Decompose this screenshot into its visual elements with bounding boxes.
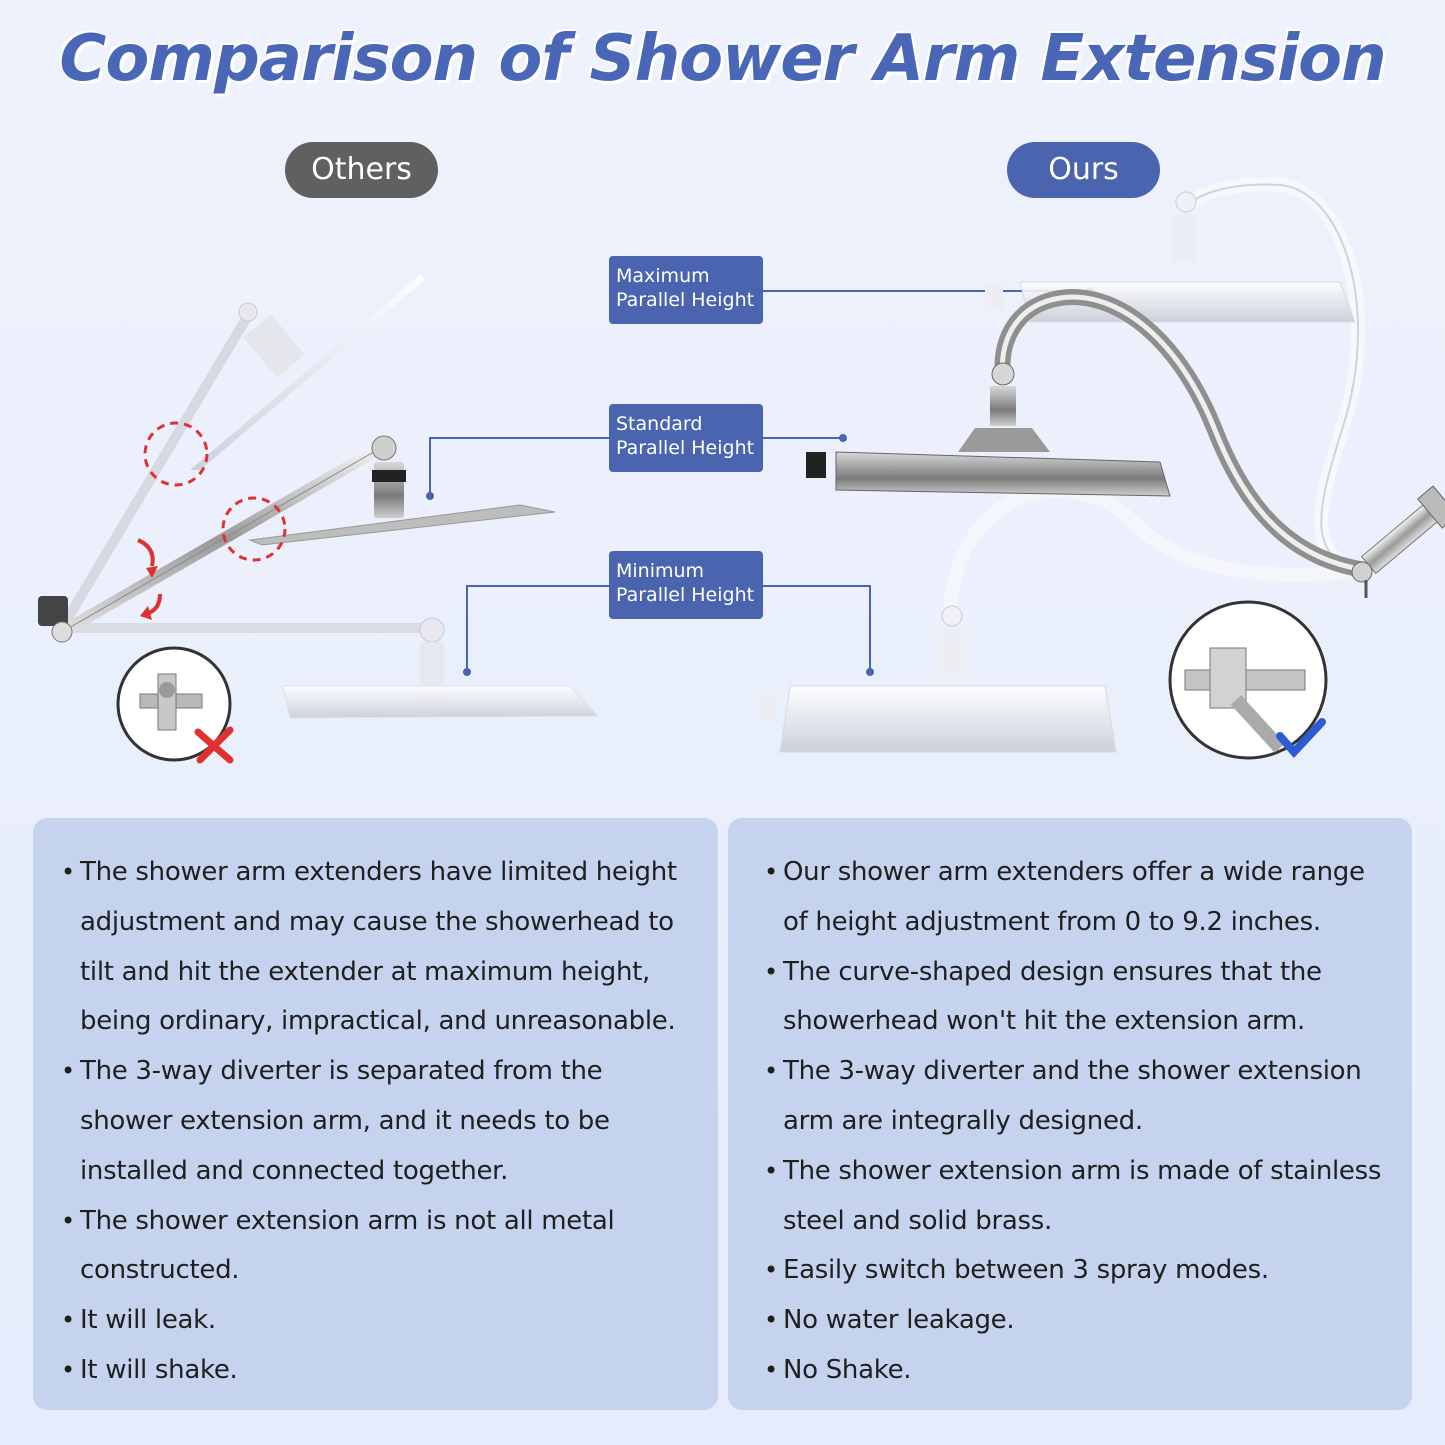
ours-feature-list: Our shower arm extenders offer a wide ra…	[764, 848, 1392, 1396]
comparison-illustration	[38, 177, 1445, 764]
list-item: The shower arm extenders have limited he…	[61, 848, 698, 1047]
diverter-cross-icon	[116, 646, 234, 764]
ours-extender-drawing	[757, 177, 1445, 753]
ours-label: Ours	[1007, 142, 1160, 198]
tag-line-2: Parallel Height	[616, 437, 755, 459]
tag-line-1: Standard	[616, 413, 703, 435]
list-item: The 3-way diverter and the shower extens…	[764, 1047, 1392, 1147]
tag-line-1: Minimum	[616, 560, 705, 582]
list-item: Our shower arm extenders offer a wide ra…	[764, 848, 1392, 948]
standard-height-tag: Standard Parallel Height	[609, 404, 763, 472]
list-item: No water leakage.	[764, 1296, 1392, 1346]
others-features-panel: The shower arm extenders have limited he…	[33, 818, 718, 1410]
list-item: It will leak.	[61, 1296, 698, 1346]
others-extender-drawing	[38, 275, 600, 719]
list-item: No Shake.	[764, 1346, 1392, 1396]
tag-line-2: Parallel Height	[616, 584, 755, 606]
list-item: The shower extension arm is made of stai…	[764, 1147, 1392, 1247]
minimum-height-tag: Minimum Parallel Height	[609, 551, 763, 619]
tag-line-2: Parallel Height	[616, 289, 755, 311]
others-feature-list: The shower arm extenders have limited he…	[61, 848, 698, 1396]
diverter-check-icon	[1168, 600, 1328, 760]
tag-line-1: Maximum	[616, 265, 710, 287]
others-label: Others	[285, 142, 438, 198]
list-item: The 3-way diverter is separated from the…	[61, 1047, 698, 1196]
list-item: Easily switch between 3 spray modes.	[764, 1246, 1392, 1296]
ours-features-panel: Our shower arm extenders offer a wide ra…	[728, 818, 1412, 1410]
list-item: It will shake.	[61, 1346, 698, 1396]
page-title: Comparison of Shower Arm Extension	[59, 22, 1386, 96]
list-item: The shower extension arm is not all meta…	[61, 1197, 698, 1297]
list-item: The curve-shaped design ensures that the…	[764, 948, 1392, 1048]
maximum-height-tag: Maximum Parallel Height	[609, 256, 763, 324]
